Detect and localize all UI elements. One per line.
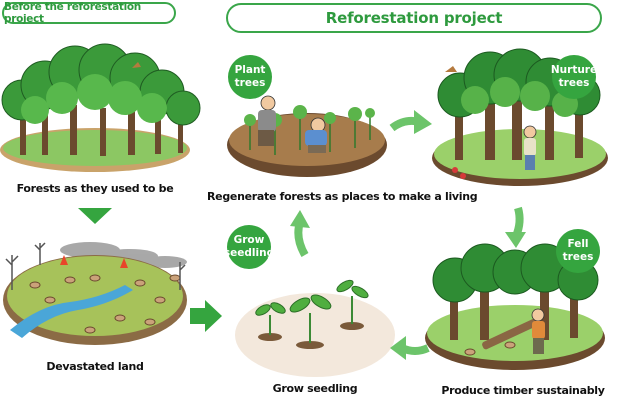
badge-plant-trees: Plant trees [228, 55, 272, 99]
caption-grow-seedling: Grow seedling [272, 382, 358, 395]
badge-fell-trees: Fell trees [556, 229, 600, 273]
badge-grow-seedling: Grow seedling [224, 225, 274, 269]
caption-regenerate-forests: Regenerate forests as places to make a l… [207, 190, 478, 203]
caption-devastated-land: Devastated land [46, 360, 144, 373]
before-project-label: Before the reforestation project [2, 1, 176, 25]
project-title: Reforestation project [226, 3, 602, 33]
caption-forests-used-to-be: Forests as they used to be [16, 182, 174, 195]
caption-produce-timber: Produce timber sustainably [441, 384, 605, 397]
badge-nurture-trees: Nurture trees [551, 55, 597, 99]
